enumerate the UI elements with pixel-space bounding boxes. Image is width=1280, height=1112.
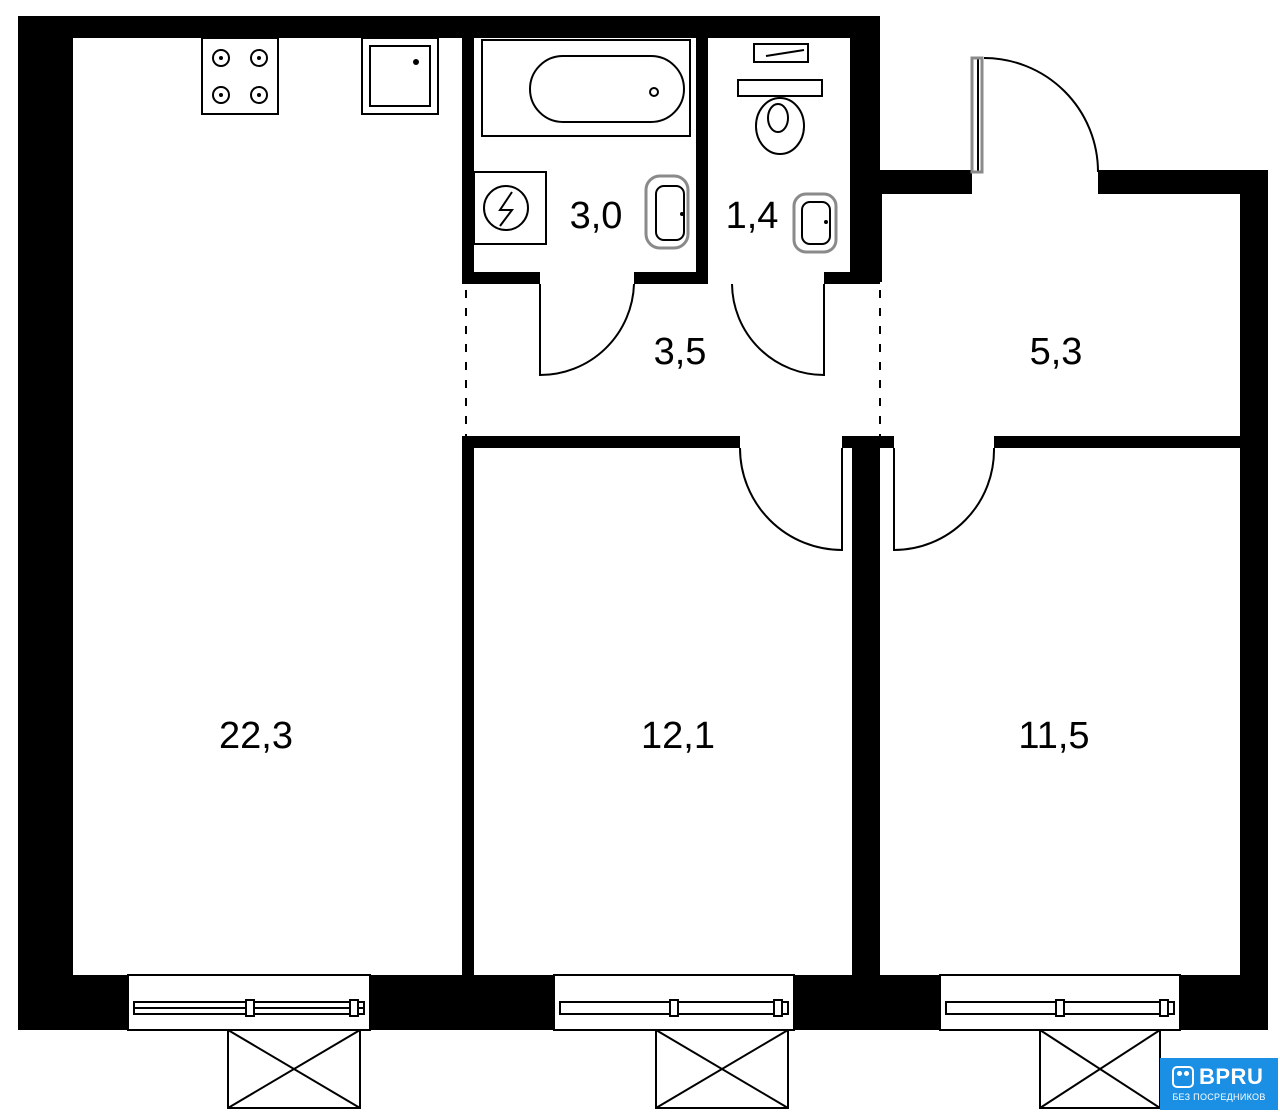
watermark-badge: BPRU БЕЗ ПОСРЕДНИКОВ xyxy=(1160,1058,1278,1110)
wall-toilet-right xyxy=(850,38,880,284)
bathroom-sink-icon xyxy=(644,174,690,250)
wall-top-right-a xyxy=(880,170,972,194)
bathroom-sink-basin xyxy=(655,185,685,241)
outer-walls xyxy=(18,16,1268,1030)
wall-corridor-bottom-a xyxy=(462,436,740,448)
window-bedroom-right xyxy=(939,974,1181,1031)
toilet-shelf-icon xyxy=(753,43,809,63)
entry-door-swing xyxy=(983,57,1099,173)
doors xyxy=(539,56,1099,552)
wall-right xyxy=(1240,170,1268,1030)
toilet-seat-icon xyxy=(767,103,789,133)
entry-door-panel xyxy=(970,56,984,174)
wall-kitchen-bedroom xyxy=(462,446,474,975)
window-kitchen xyxy=(127,974,371,1031)
toilet-sink-icon xyxy=(792,192,838,254)
wall-hall-left xyxy=(880,194,882,282)
bathtub-icon xyxy=(481,39,691,137)
area-bedroom-right: 11,5 xyxy=(1018,715,1089,757)
area-hallway-right: 5,3 xyxy=(1030,331,1083,373)
wall-bath-bottom-b xyxy=(634,272,706,284)
power-symbol-icon xyxy=(498,191,514,227)
balconies xyxy=(227,1029,1161,1109)
wall-corridor-bottom-b xyxy=(842,436,880,448)
wall-top-right-b xyxy=(1098,170,1268,194)
watermark-row: BPRU xyxy=(1172,1064,1263,1090)
wall-top-left xyxy=(18,16,880,38)
door-bedroom-middle xyxy=(739,447,843,552)
watermark-tagline: БЕЗ ПОСРЕДНИКОВ xyxy=(1172,1092,1266,1102)
bathroom-sink-tap xyxy=(680,212,684,216)
watermark-brand: BPRU xyxy=(1199,1064,1264,1089)
wall-hall-bottom-b xyxy=(994,436,1240,448)
bathroom-fixtures xyxy=(473,39,691,250)
door-bathroom xyxy=(539,283,635,377)
toilet-fixtures xyxy=(737,43,838,254)
balcony-kitchen xyxy=(227,1029,361,1109)
bathtub-drain xyxy=(649,87,659,97)
toilet-sink-basin xyxy=(801,201,831,245)
door-bedroom-right xyxy=(893,447,996,552)
area-bathroom: 3,0 xyxy=(570,195,623,237)
washing-machine-icon xyxy=(473,171,547,245)
bathtub-basin xyxy=(529,55,685,123)
kitchen-sink-drain xyxy=(413,59,419,65)
balcony-bedroom-middle xyxy=(655,1029,789,1109)
area-kitchen-living: 22,3 xyxy=(219,715,293,757)
burner-icons xyxy=(212,49,268,104)
kitchen-sink-basin xyxy=(369,45,431,107)
toilet-bowl-icon xyxy=(755,97,805,155)
wall-hall-bottom-a xyxy=(880,436,894,448)
wall-left xyxy=(18,16,73,1030)
door-toilet xyxy=(731,283,825,377)
washing-machine-drum xyxy=(483,185,529,231)
wall-bedrooms-divider xyxy=(852,446,880,975)
wall-toilet-bottom xyxy=(824,272,880,284)
kitchen-sink-icon xyxy=(361,37,439,115)
toilet-sink-tap xyxy=(824,220,828,224)
area-bedroom-middle: 12,1 xyxy=(641,715,715,757)
kitchen-fixtures xyxy=(201,37,439,115)
windows xyxy=(127,974,1181,1031)
wall-bath-left xyxy=(462,38,474,284)
stove-icon xyxy=(201,37,279,115)
toilet-tank-icon xyxy=(737,79,823,97)
area-toilet: 1,4 xyxy=(726,195,779,237)
interior-walls xyxy=(462,38,1240,975)
wall-bath-bottom-a xyxy=(462,272,540,284)
toilet-shelf-line xyxy=(765,49,805,57)
wall-bath-toilet xyxy=(696,38,708,284)
balcony-bedroom-right xyxy=(1039,1029,1161,1109)
area-labels: 22,3 12,1 11,5 5,3 3,5 3,0 1,4 xyxy=(219,195,1090,757)
people-logo-icon xyxy=(1172,1066,1194,1088)
window-bedroom-middle xyxy=(553,974,795,1031)
area-corridor: 3,5 xyxy=(654,331,707,373)
